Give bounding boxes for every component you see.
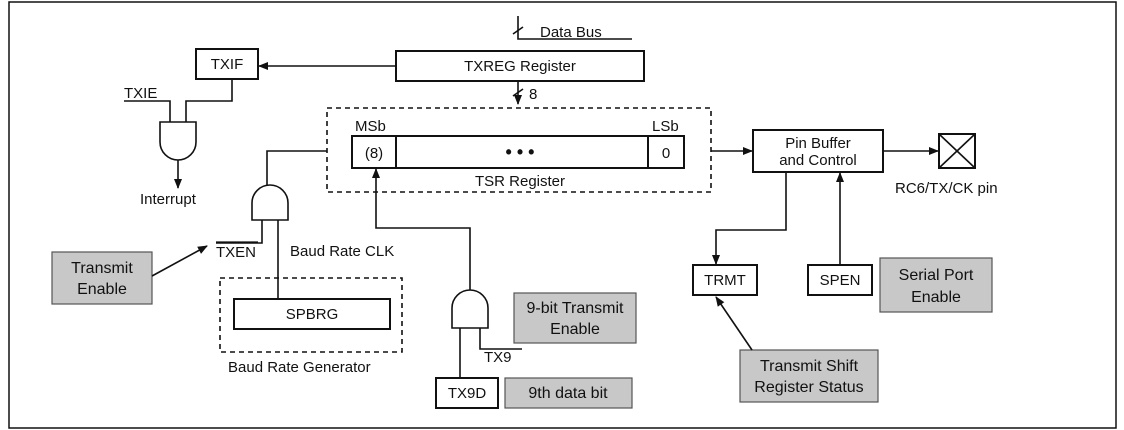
- tx9-and-gate: [451, 289, 489, 329]
- tsr-register: (8) • • • 0: [351, 135, 685, 169]
- tsr-bit8: (8): [365, 145, 383, 162]
- interrupt-label: Interrupt: [140, 191, 197, 208]
- note-9th-data-bit: 9th data bit: [504, 377, 633, 409]
- pin-buffer-label-1: Pin Buffer: [785, 135, 851, 152]
- note-transmit-enable-pointer: [151, 245, 208, 277]
- txen-label: TXEN: [216, 244, 256, 261]
- tx9-to-tsr-arrow: [372, 168, 471, 290]
- pin-symbol: [938, 133, 976, 169]
- data-bus-label: Data Bus: [540, 24, 602, 41]
- txie-label: TXIE: [124, 85, 157, 102]
- pin-buffer-label-2: and Control: [779, 152, 857, 169]
- spbrg-register: SPBRG: [233, 298, 391, 330]
- txreg-register: TXREG Register: [395, 50, 645, 82]
- tsr-to-gate-wire: [266, 150, 327, 185]
- note-serial-port-enable: Serial Port Enable: [879, 257, 993, 313]
- note-tsr-status-line2: Register Status: [754, 379, 863, 396]
- note-9th-bit-text: 9th data bit: [528, 385, 608, 402]
- note-transmit-shift-register-status: Transmit Shift Register Status: [739, 349, 879, 403]
- txif-label: TXIF: [211, 56, 244, 73]
- note-tsr-status-pointer: [715, 296, 753, 351]
- spen-flag: SPEN: [807, 264, 873, 296]
- tx9-label: TX9: [484, 349, 512, 366]
- note-transmit-enable: Transmit Enable: [51, 251, 153, 305]
- trmt-flag: TRMT: [692, 264, 758, 296]
- tsr-ellipsis: • • •: [506, 142, 535, 162]
- txen-and-gate: [251, 184, 289, 221]
- msb-label: MSb: [355, 118, 386, 135]
- note-tsr-status-line1: Transmit Shift: [760, 358, 859, 375]
- note-9bit-line1: 9-bit Transmit: [527, 300, 624, 317]
- tx9d-label: TX9D: [448, 385, 487, 402]
- interrupt-and-gate: [159, 121, 197, 161]
- trmt-label: TRMT: [704, 272, 746, 289]
- outer-frame: [8, 1, 1117, 429]
- pin-name-label: RC6/TX/CK pin: [895, 180, 998, 197]
- txen-wire: [216, 220, 263, 244]
- bus-width-label: 8: [529, 86, 537, 103]
- tsr-bit0: 0: [662, 145, 670, 162]
- tx9-wire: [479, 328, 522, 350]
- baud-clk-label: Baud Rate CLK: [290, 243, 394, 260]
- note-transmit-enable-line1: Transmit: [71, 260, 133, 277]
- lsb-label: LSb: [652, 118, 679, 135]
- baud-generator-outline: [219, 277, 403, 353]
- data-bus: Data Bus: [512, 16, 632, 41]
- note-transmit-enable-line2: Enable: [77, 281, 127, 298]
- txif-flag: TXIF: [195, 48, 259, 80]
- spen-label: SPEN: [820, 272, 861, 289]
- spbrg-label: SPBRG: [286, 306, 339, 323]
- tsr-label: TSR Register: [475, 173, 565, 190]
- txreg-label: TXREG Register: [464, 58, 576, 75]
- baud-generator-label: Baud Rate Generator: [228, 359, 371, 376]
- txie-wire: [124, 100, 171, 122]
- txif-to-gate-wire: [185, 79, 233, 122]
- buffer-to-trmt-arrow: [712, 172, 787, 265]
- tsr-group-outline: [326, 107, 712, 193]
- pin-buffer-and-control: Pin Buffer and Control: [752, 129, 884, 173]
- note-serial-port-line2: Enable: [911, 289, 961, 306]
- note-9bit-transmit-enable: 9-bit Transmit Enable: [513, 292, 637, 344]
- note-serial-port-line1: Serial Port: [899, 267, 974, 284]
- tx9d-register: TX9D: [435, 377, 499, 409]
- note-9bit-line2: Enable: [550, 321, 600, 338]
